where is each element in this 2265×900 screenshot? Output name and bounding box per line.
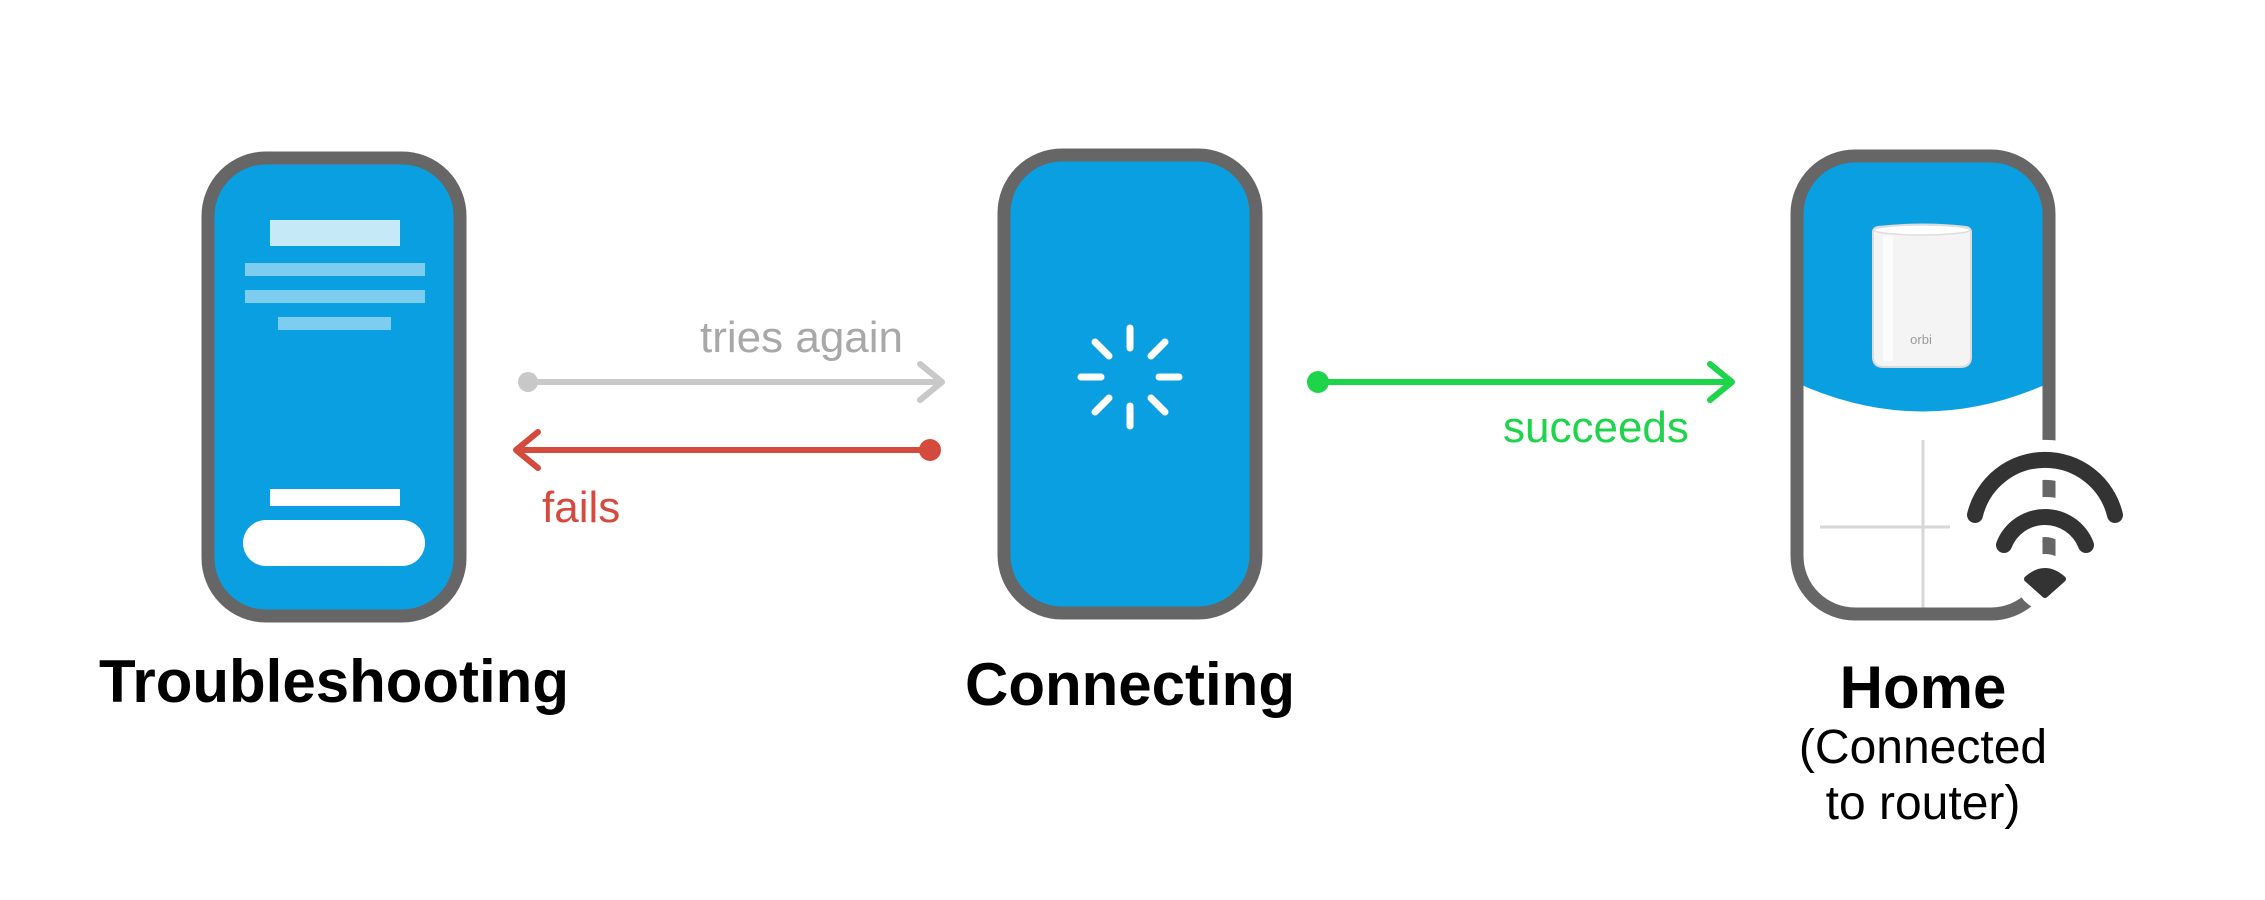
button-placeholder — [243, 520, 425, 566]
text-line-1 — [245, 263, 425, 276]
header-placeholder — [270, 220, 400, 246]
wifi-icon — [1967, 451, 2123, 598]
troubleshooting-phone — [201, 151, 467, 623]
succeeds-label: succeeds — [1503, 403, 1689, 452]
router-brand-text: orbi — [1910, 332, 1932, 347]
fails-arrow — [513, 429, 941, 471]
tries-again-arrow — [518, 361, 945, 403]
text-line-2 — [245, 290, 425, 303]
home-sublabel-line-2: to router) — [1825, 777, 2021, 830]
home-phone: orbi — [1790, 149, 2123, 621]
succeeds-arrow — [1307, 361, 1735, 403]
home-label: Home — [1839, 654, 2007, 721]
spinner-icon — [1077, 324, 1183, 430]
text-line-3 — [278, 317, 391, 330]
router-image: orbi — [1872, 223, 1972, 368]
fails-label: fails — [542, 483, 620, 532]
tries-again-label: tries again — [700, 313, 903, 362]
connecting-label: Connecting — [965, 651, 1295, 718]
troubleshooting-label: Troubleshooting — [99, 648, 569, 715]
connecting-phone — [997, 148, 1263, 620]
link-placeholder — [270, 489, 400, 506]
home-sublabel-line-1: (Connected — [1798, 721, 2048, 774]
